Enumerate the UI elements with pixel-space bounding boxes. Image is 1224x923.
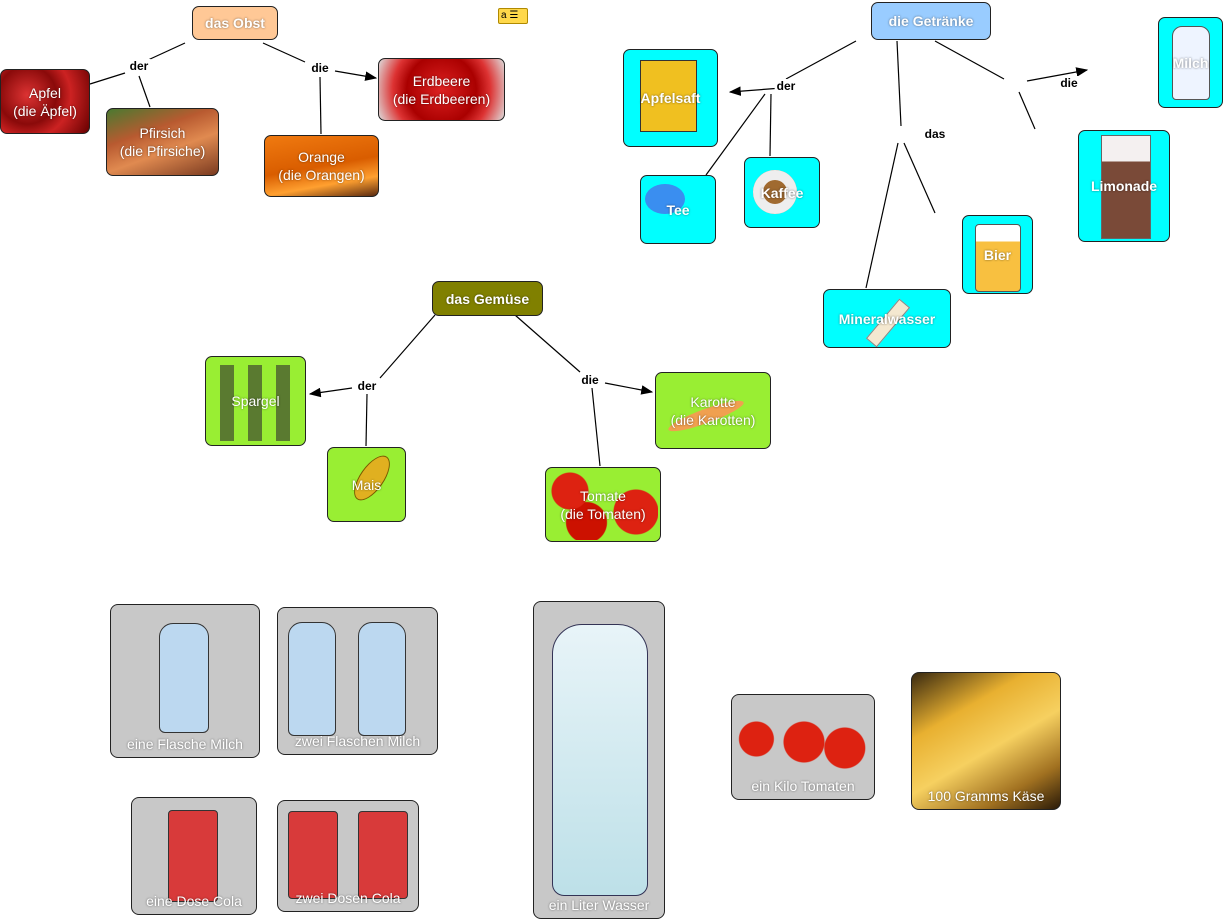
label: Mais [351,476,382,493]
node-mineralwasser[interactable]: Mineralwasser [823,289,951,348]
label: Limonade [1090,178,1158,194]
concept-das-obst[interactable]: das Obst [192,6,278,40]
link-die-obst: die [309,61,331,75]
milk-bottle-icon [159,623,209,733]
label: Tee [666,201,690,218]
label: Kaffee [760,184,804,201]
cola-can-icon [358,811,408,899]
label: zwei Flaschen Milch [294,733,421,749]
label: Apfelsaft [640,90,701,106]
node-zwei-dosen-cola[interactable]: zwei Dosen Cola [277,800,419,912]
cola-can-icon [288,811,338,899]
link-der-getraenke: der [774,79,798,93]
milk-bottle-icon [358,622,406,736]
node-limonade[interactable]: Limonade [1078,130,1170,242]
label: zwei Dosen Cola [295,890,401,906]
label: Mineralwasser [838,310,936,327]
annotation-icon[interactable]: a ☰ [498,8,528,24]
node-tomate[interactable]: Tomate (die Tomaten) [545,467,661,542]
node-apfel[interactable]: Apfel (die Äpfel) [0,69,90,134]
tomatoes-icon [736,715,872,775]
node-tee[interactable]: Tee [640,175,716,244]
link-das-getraenke: das [922,127,948,141]
node-zwei-flaschen-milch[interactable]: zwei Flaschen Milch [277,607,438,755]
label: Karotte (die Karotten) [670,393,756,428]
concept-die-getraenke[interactable]: die Getränke [871,2,991,40]
node-milch[interactable]: Milch [1158,17,1223,108]
node-ein-liter-wasser[interactable]: ein Liter Wasser [533,601,665,919]
node-apfelsaft[interactable]: Apfelsaft [623,49,718,147]
label: Spargel [231,393,280,409]
water-bottle-icon [552,624,648,896]
label: eine Dose Cola [146,893,242,909]
link-der-gemuese: der [355,379,379,393]
node-eine-dose-cola[interactable]: eine Dose Cola [131,797,257,915]
link-die-gemuese: die [579,373,601,387]
label: Milch [1172,54,1209,71]
node-kaffee[interactable]: Kaffee [744,157,820,228]
milk-bottle-icon [288,622,336,736]
label: Bier [983,246,1012,263]
label: ein Kilo Tomaten [751,778,855,794]
concept-das-gemuese[interactable]: das Gemüse [432,281,543,316]
node-karotte[interactable]: Karotte (die Karotten) [655,372,771,449]
label: Tomate (die Tomaten) [560,487,646,522]
link-die-getraenke: die [1058,76,1080,90]
label: 100 Gramms Käse [927,788,1045,804]
label: ein Liter Wasser [548,897,650,913]
label: eine Flasche Milch [127,736,243,752]
cola-can-icon [168,810,218,902]
link-der-obst: der [127,59,151,73]
node-eine-flasche-milch[interactable]: eine Flasche Milch [110,604,260,758]
node-orange[interactable]: Orange (die Orangen) [264,135,379,197]
node-ein-kilo-tomaten[interactable]: ein Kilo Tomaten [731,694,875,800]
node-100-gramms-kaese[interactable]: 100 Gramms Käse [911,672,1061,810]
node-bier[interactable]: Bier [962,215,1033,294]
node-erdbeere[interactable]: Erdbeere (die Erdbeeren) [378,58,505,121]
node-pfirsich[interactable]: Pfirsich (die Pfirsiche) [106,108,219,176]
node-spargel[interactable]: Spargel [205,356,306,446]
node-mais[interactable]: Mais [327,447,406,522]
